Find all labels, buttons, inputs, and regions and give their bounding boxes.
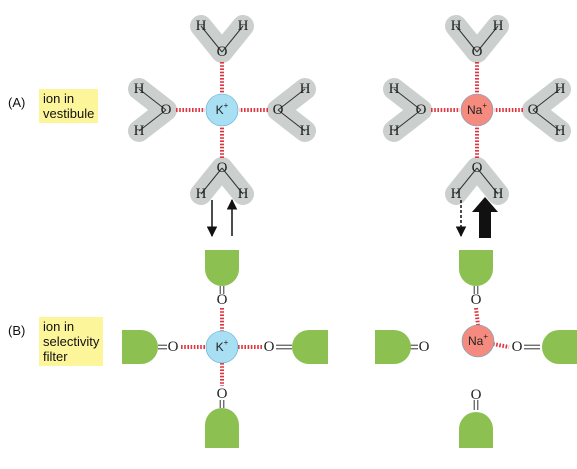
hydrogen-atom: H (389, 81, 400, 97)
oxygen-atom: O (217, 292, 228, 308)
hydrogen-atom: H (238, 186, 249, 202)
carbonyl-group (292, 330, 328, 364)
sodium-hydrated-ion-circle (460, 93, 494, 127)
hydrogen-atom: H (238, 18, 249, 34)
carbonyl-group (459, 250, 493, 286)
oxygen-atom: O (416, 102, 427, 118)
water-bond (393, 88, 422, 111)
carbonyl-group (542, 330, 577, 364)
potassium-hydrated-ion-label: K+ (216, 101, 229, 118)
panel-a-letter: (A) (8, 95, 26, 110)
ion-carbonyl-interaction (474, 307, 480, 326)
hydrogen-atom: H (451, 18, 462, 34)
oxygen-atom: O (217, 386, 228, 402)
carbonyl-group (459, 412, 493, 448)
oxygen-atom: O (471, 387, 482, 403)
water-bond (200, 167, 223, 195)
potassium-in-filter-circle (205, 330, 239, 364)
carbonyl-group (205, 408, 239, 448)
potassium-hydrated-ion-circle (205, 93, 239, 127)
panel-b-letter: (B) (8, 323, 26, 338)
panel-b-label: ion in selectivity filter (39, 317, 104, 366)
hydrogen-atom: H (134, 81, 145, 97)
panel-a-label: ion in vestibule (39, 89, 99, 123)
potassium-in-filter-label: K+ (216, 338, 229, 355)
oxygen-atom: O (168, 339, 179, 355)
water-bond (138, 109, 167, 132)
hydrogen-atom: H (196, 18, 207, 34)
arrow-up-sodium-strong (472, 197, 498, 238)
hydrogen-atom: H (555, 81, 566, 97)
oxygen-atom: O (217, 44, 228, 60)
water-bond (455, 25, 478, 53)
water-bond (277, 109, 306, 132)
hydrogen-atom: H (300, 81, 311, 97)
water-bond (200, 25, 223, 53)
hydrogen-atom: H (389, 123, 400, 139)
hydrogen-atom: H (555, 123, 566, 139)
oxygen-atom: O (471, 292, 482, 308)
water-bond (277, 88, 306, 111)
sodium-in-filter-label: Na+ (468, 332, 488, 349)
water-bond (393, 109, 422, 132)
oxygen-atom: O (512, 339, 523, 355)
water-bond (221, 25, 244, 53)
hydrogen-atom: H (493, 18, 504, 34)
water-bond (138, 88, 167, 111)
hydrogen-atom: H (196, 186, 207, 202)
carbonyl-group (205, 250, 239, 286)
oxygen-atom: O (217, 160, 228, 176)
oxygen-atom: O (161, 102, 172, 118)
oxygen-atom: O (264, 339, 275, 355)
carbonyl-group (122, 330, 158, 364)
oxygen-atom: O (472, 44, 483, 60)
water-bond (532, 88, 561, 111)
sodium-in-filter-circle (461, 324, 495, 358)
oxygen-atom: O (472, 160, 483, 176)
hydrogen-atom: H (451, 186, 462, 202)
sodium-hydrated-ion-label: Na+ (467, 101, 487, 118)
water-bond (532, 109, 561, 132)
hydrogen-atom: H (300, 123, 311, 139)
water-bond (455, 167, 478, 195)
hydrogen-atom: H (134, 123, 145, 139)
oxygen-atom: O (419, 339, 430, 355)
water-bond (221, 167, 244, 195)
ion-carbonyl-interaction (492, 342, 510, 349)
oxygen-atom: O (273, 102, 284, 118)
carbonyl-group (375, 330, 411, 364)
hydrogen-atom: H (493, 186, 504, 202)
water-bond (476, 25, 499, 53)
oxygen-atom: O (528, 102, 539, 118)
water-bond (476, 167, 499, 195)
